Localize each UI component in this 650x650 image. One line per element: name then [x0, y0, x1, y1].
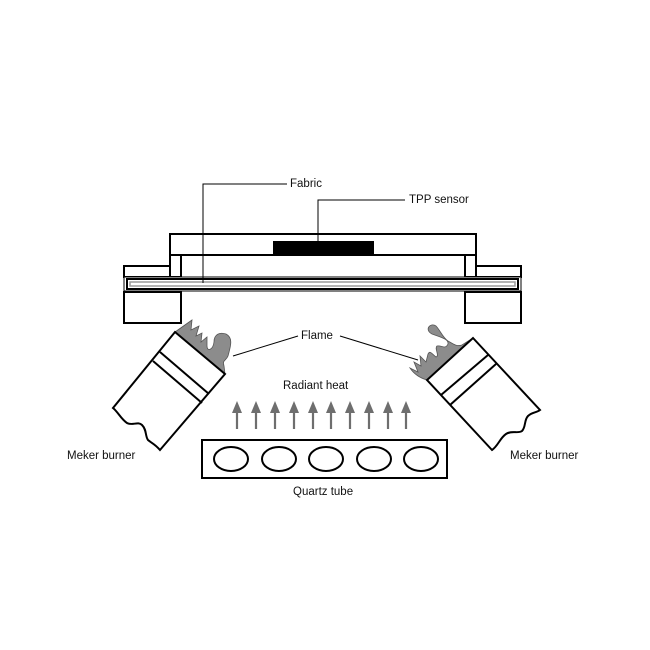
- left-meker-burner: [111, 319, 232, 452]
- left-burner-band-1: [159, 351, 210, 395]
- sensor-holder: [169, 233, 477, 278]
- side-mounts-upper: [123, 265, 522, 278]
- right-burner-body: [425, 336, 542, 452]
- radiant-arrow: [232, 401, 242, 429]
- right-flame: [408, 324, 474, 381]
- right-burner-band-2: [449, 363, 497, 406]
- sensor-holder-left-leg: [169, 254, 182, 278]
- left-flame: [174, 319, 232, 375]
- left-burner-band-2: [152, 360, 203, 404]
- radiant-arrow: [308, 401, 318, 429]
- quartz-tube: [308, 446, 344, 472]
- leader-lines: [202, 183, 419, 361]
- quartz-tube: [213, 446, 249, 472]
- radiant-arrow: [251, 401, 261, 429]
- sensor-holder-right-leg: [464, 254, 477, 278]
- right-burner-band-1: [440, 354, 489, 396]
- radiant-arrow: [326, 401, 336, 429]
- quartz-tube: [403, 446, 439, 472]
- flame-leader-line-left: [232, 335, 299, 357]
- quartz-tube: [356, 446, 392, 472]
- fabric-label: Fabric: [290, 178, 322, 190]
- radiant-arrow: [364, 401, 374, 429]
- meker-burner-left-label: Meker burner: [67, 450, 136, 462]
- tpp-sensor-leader-line: [317, 199, 405, 241]
- side-mounts-lower: [123, 291, 522, 324]
- quartz-tube: [261, 446, 297, 472]
- left-burner-body: [111, 330, 227, 452]
- flame-leader-line-right: [339, 335, 419, 361]
- right-meker-burner: [408, 324, 542, 452]
- left-upper-mount: [123, 265, 171, 278]
- flame-label: Flame: [301, 330, 333, 342]
- radiant-arrow: [270, 401, 280, 429]
- radiant-heat-label: Radiant heat: [283, 380, 349, 392]
- radiant-arrow: [289, 401, 299, 429]
- radiant-heat-arrows: [232, 401, 411, 429]
- quartz-tube-bank: [201, 439, 448, 479]
- left-lower-mount: [123, 291, 182, 324]
- fabric-leader-line: [202, 183, 287, 283]
- tpp-sensor-label: TPP sensor: [409, 194, 469, 206]
- radiant-arrow: [383, 401, 393, 429]
- radiant-arrow: [345, 401, 355, 429]
- tpp-sensor: [273, 241, 374, 254]
- meker-burner-right-label: Meker burner: [510, 450, 579, 462]
- fabric-specimen: [123, 276, 522, 292]
- fabric-layer: [129, 281, 516, 287]
- quartz-tube-label: Quartz tube: [293, 486, 354, 498]
- radiant-arrow: [401, 401, 411, 429]
- right-lower-mount: [464, 291, 522, 324]
- right-upper-mount: [475, 265, 522, 278]
